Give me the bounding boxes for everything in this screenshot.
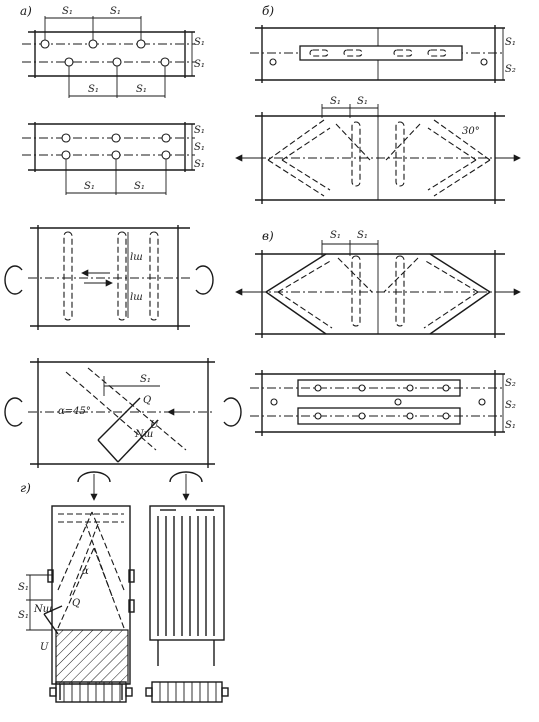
panel-v-fig1: в) S₁ S₁ xyxy=(235,229,521,338)
panel-v-fig2: S₂ S₂ S₁ xyxy=(250,370,516,436)
dim-s2: S₂ xyxy=(505,400,516,411)
panel-b-fig2: S₁ S₁ 30° xyxy=(235,96,521,204)
dim-lw: lш xyxy=(130,252,143,263)
dim-s1: S₁ xyxy=(194,142,205,153)
force-nw-label: Nш xyxy=(134,429,153,440)
panel-label-g: г) xyxy=(20,481,31,495)
dim-s1: S₁ xyxy=(110,6,121,17)
angle-label: 30° xyxy=(462,126,480,137)
dim-s2: S₂ xyxy=(505,64,516,75)
dim-s1: S₁ xyxy=(134,181,145,192)
panel-label-b: б) xyxy=(262,4,274,18)
moment-arrow-icon xyxy=(195,265,214,295)
dim-s1: S₁ xyxy=(357,96,368,107)
force-nw-label: Nш xyxy=(33,604,52,615)
dim-lw: lш xyxy=(130,292,143,303)
moment-arrow-icon xyxy=(4,397,23,427)
panel-g-sections xyxy=(49,681,229,703)
panel-a-fig4: S₁ α=45° Q U Nш xyxy=(4,358,242,468)
force-q-label: Q xyxy=(72,598,80,609)
dim-s1: S₁ xyxy=(18,582,29,593)
dim-s2: S₂ xyxy=(505,378,516,389)
dim-s1: S₁ xyxy=(505,37,516,48)
panel-a-fig1: а) S₁ S₁ S₁ S₁ S₁ S₁ xyxy=(20,4,205,98)
dim-s1: S₁ xyxy=(18,610,29,621)
dim-s1: S₁ xyxy=(505,420,516,431)
dim-s1: S₁ xyxy=(330,230,341,241)
dim-s1: S₁ xyxy=(194,125,205,136)
panel-a-fig3: lш lш xyxy=(4,225,214,330)
dim-s1: S₁ xyxy=(62,6,73,17)
force-q-label: Q xyxy=(143,395,151,406)
panel-b-fig1: б) S₁ S₂ xyxy=(250,4,516,83)
panel-a-fig2: S₁ S₁ S₁ S₁ S₁ xyxy=(22,122,205,195)
dim-s1: S₁ xyxy=(194,159,205,170)
angle-alpha-label: α xyxy=(82,566,89,577)
force-u-label: U xyxy=(40,642,49,653)
dim-s1: S₁ xyxy=(194,37,205,48)
angle-label: α=45° xyxy=(58,406,91,417)
force-u-label: U xyxy=(150,420,159,431)
dim-s1: S₁ xyxy=(330,96,341,107)
dim-s1: S₁ xyxy=(140,374,151,385)
panel-g-side-view xyxy=(149,471,225,666)
panel-g-front-view: г) S₁ S₁ α Q Nш U xyxy=(18,471,135,700)
dim-s1: S₁ xyxy=(194,59,205,70)
dim-s1: S₁ xyxy=(136,84,147,95)
dim-s1: S₁ xyxy=(88,84,99,95)
panel-label-a: а) xyxy=(20,4,32,18)
panel-label-v: в) xyxy=(262,229,274,243)
moment-arrow-icon xyxy=(223,397,242,427)
dim-s1: S₁ xyxy=(84,181,95,192)
moment-arrow-icon xyxy=(4,265,23,295)
dim-s1: S₁ xyxy=(357,230,368,241)
